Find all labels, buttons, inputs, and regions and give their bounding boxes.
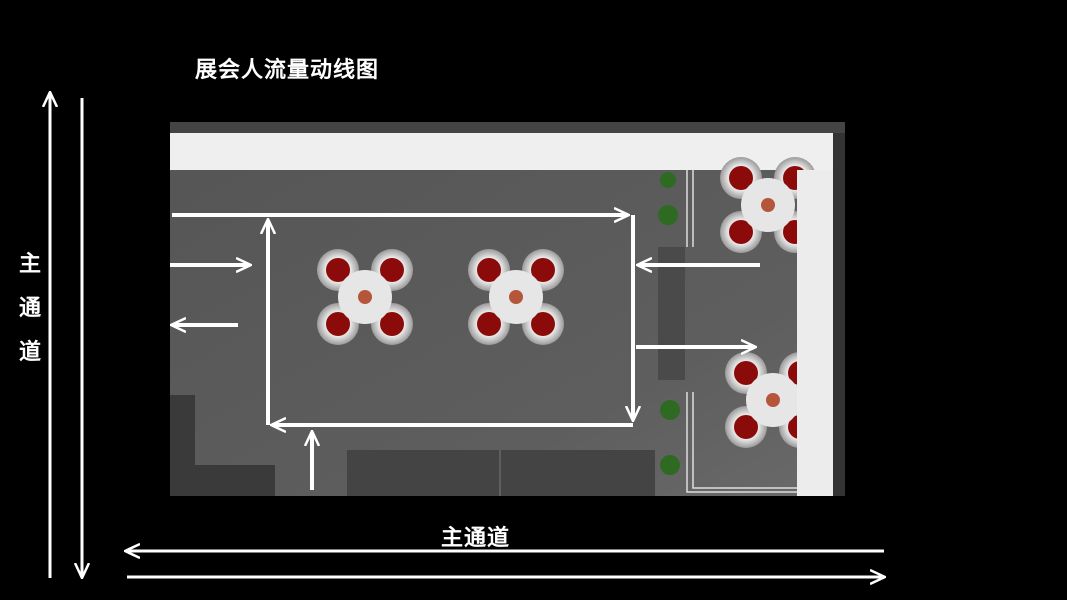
- chair-cushion: [531, 258, 555, 282]
- flow-arrows: [170, 215, 760, 490]
- chair-cushion: [729, 166, 753, 190]
- main-aisle-arrows: [50, 93, 884, 578]
- top-wall: [170, 133, 833, 170]
- chair-cushion: [531, 312, 555, 336]
- table-decoration-icon: [509, 290, 523, 304]
- plant-icon: [658, 172, 680, 475]
- table-decoration-icon: [358, 290, 372, 304]
- counter-left: [347, 450, 499, 496]
- page-title: 展会人流量动线图: [195, 58, 380, 83]
- lounge-sofa: [170, 395, 275, 496]
- right-edge: [833, 133, 845, 496]
- right-wall-overlay: [797, 170, 833, 496]
- table-decoration-icon: [766, 393, 780, 407]
- partition-panel: [658, 247, 685, 380]
- main-aisle-vertical-label: 主通道: [18, 252, 41, 365]
- chair-cushion: [729, 220, 753, 244]
- chair-cushion: [477, 312, 501, 336]
- booth-border: [170, 122, 845, 133]
- chair-cushion: [380, 258, 404, 282]
- chair-cushion: [734, 361, 758, 385]
- main-aisle-horizontal-label: 主通道: [441, 526, 511, 551]
- table-set: [317, 157, 833, 496]
- chair-cushion: [326, 312, 350, 336]
- table-decoration-icon: [761, 198, 775, 212]
- chair-cushion: [734, 415, 758, 439]
- chair-cushion: [477, 258, 501, 282]
- counter-right: [501, 450, 655, 496]
- glass-rail-bottom: [686, 392, 797, 493]
- chair-cushion: [380, 312, 404, 336]
- chair-cushion: [326, 258, 350, 282]
- glass-rail-bottom-2: [692, 392, 797, 489]
